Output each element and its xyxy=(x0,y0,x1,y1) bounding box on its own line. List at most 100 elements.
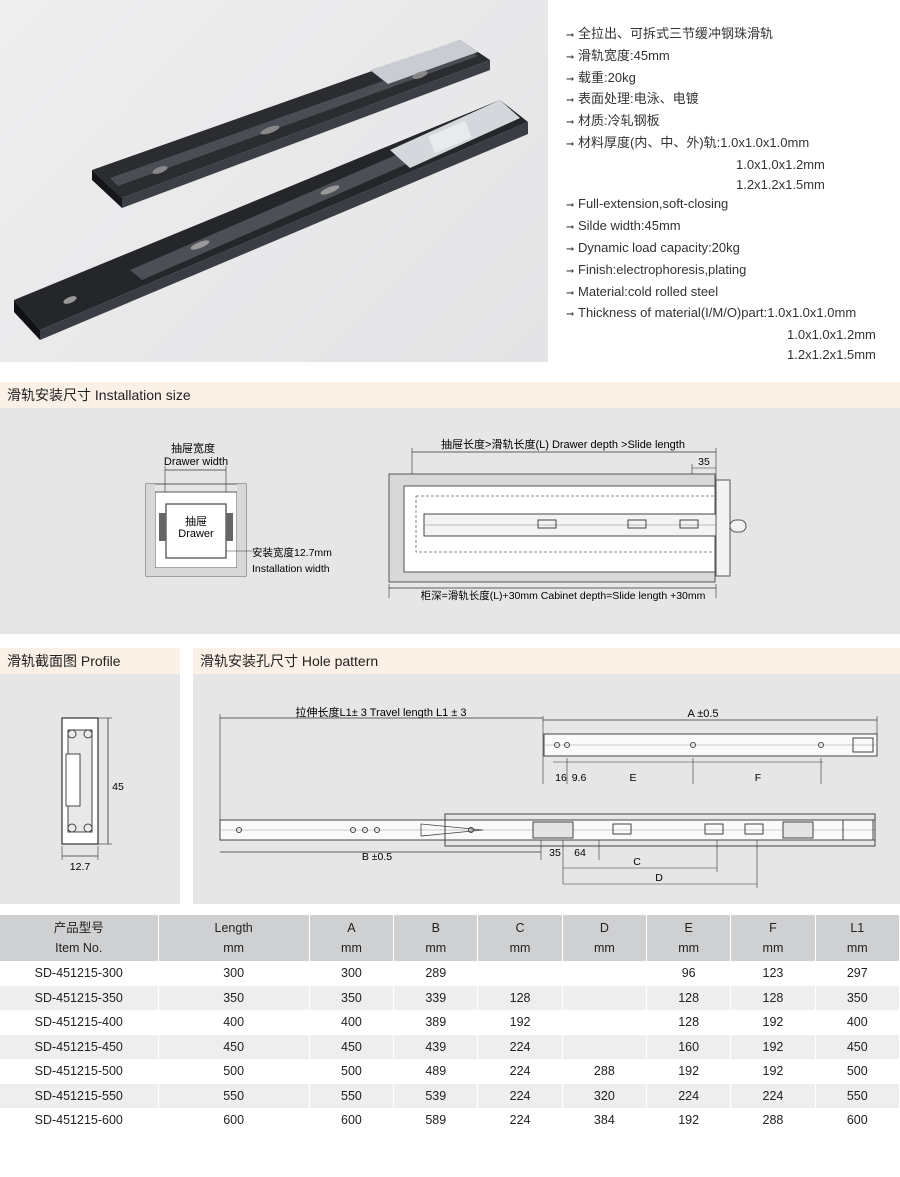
installation-section-title: 滑轨安装尺寸 Installation size xyxy=(0,382,900,408)
svg-text:16: 16 xyxy=(555,772,567,784)
profile-diagram: 45 12.7 xyxy=(61,717,124,873)
svg-text:E: E xyxy=(629,772,636,784)
svg-text:抽屉长度>滑轨长度(L) Drawer depth >Sli: 抽屉长度>滑轨长度(L) Drawer depth >Slide length xyxy=(441,437,685,451)
header-unit: mm xyxy=(678,941,700,955)
table-cell xyxy=(562,985,648,1010)
table-cell: 297 xyxy=(815,961,900,986)
spec-list: ➞全拉出、可拆式三节缓冲钢珠滑轨 ➞滑轨宽度:45mm ➞载重:20kg ➞表面… xyxy=(566,24,900,365)
table-cell xyxy=(477,961,563,986)
table-cell: 192 xyxy=(730,1034,816,1059)
table-cell: 123 xyxy=(730,961,816,986)
table-cell: 160 xyxy=(646,1034,732,1059)
table-cell: 350 xyxy=(815,985,900,1010)
table-cell: 600 xyxy=(309,1108,395,1133)
header-unit: mm xyxy=(762,941,784,955)
spec-item: ➞Finish:electrophoresis,plating xyxy=(566,261,747,277)
spec-item: ➞材质:冷轧钢板 xyxy=(566,113,660,129)
table-cell: 320 xyxy=(562,1083,648,1108)
table-cell: 192 xyxy=(730,1059,816,1084)
table-cell: 128 xyxy=(477,985,563,1010)
table-cell: 350 xyxy=(309,985,395,1010)
table-cell: 192 xyxy=(646,1108,732,1133)
table-cell: 289 xyxy=(393,961,479,986)
table-cell: 128 xyxy=(646,985,732,1010)
svg-text:抽屉宽度: 抽屉宽度 xyxy=(171,441,215,455)
svg-text:45: 45 xyxy=(112,781,124,793)
table-cell: 489 xyxy=(393,1059,479,1084)
hero-section: ➞全拉出、可拆式三节缓冲钢珠滑轨 ➞滑轨宽度:45mm ➞载重:20kg ➞表面… xyxy=(0,0,900,365)
table-cell: 450 xyxy=(309,1034,395,1059)
header-label: Length xyxy=(214,921,253,935)
svg-text:35: 35 xyxy=(549,847,561,859)
lower-rail xyxy=(14,100,528,340)
table-cell: 500 xyxy=(158,1059,310,1084)
table-cell: 288 xyxy=(562,1059,648,1084)
header-label: B xyxy=(431,921,440,935)
svg-text:64: 64 xyxy=(574,847,586,859)
spec-continuation: 1.2x1.2x1.5mm xyxy=(736,176,825,192)
header-unit: mm xyxy=(846,941,868,955)
installation-diagram: 抽屉宽度 Drawer width 抽屉 Drawer 安装宽度12.7mm I… xyxy=(145,437,747,602)
header-unit: Item No. xyxy=(55,941,103,955)
svg-text:B ±0.5: B ±0.5 xyxy=(362,851,392,863)
table-cell: SD-451215-450 xyxy=(0,1034,159,1059)
table-cell: 389 xyxy=(393,1010,479,1035)
spec-continuation: 1.0x1.0x1.2mm xyxy=(787,327,876,343)
svg-text:柜深=滑轨长度(L)+30mm Cabinet depth: 柜深=滑轨长度(L)+30mm Cabinet depth=Slide leng… xyxy=(421,589,706,602)
table-cell: 539 xyxy=(393,1083,479,1108)
svg-text:Installation width: Installation width xyxy=(252,563,330,575)
slide-rail-illustration xyxy=(14,40,528,340)
header-label: A xyxy=(347,921,356,935)
svg-text:9.6: 9.6 xyxy=(572,772,587,784)
header-label: E xyxy=(684,921,693,935)
hole-diagram: 拉伸长度L1± 3 Travel length L1 ± 3 A ±0.5 16… xyxy=(219,705,878,888)
table-cell: 300 xyxy=(309,961,395,986)
svg-text:12.7: 12.7 xyxy=(70,861,91,873)
table-cell: SD-451215-350 xyxy=(0,985,159,1010)
table-cell: 384 xyxy=(562,1108,648,1133)
svg-text:35: 35 xyxy=(698,456,710,468)
table-cell: 300 xyxy=(158,961,310,986)
svg-text:C: C xyxy=(633,856,641,868)
header-unit: mm xyxy=(425,941,447,955)
spec-item: ➞Full-extension,soft-closing xyxy=(566,196,729,212)
header-label: F xyxy=(769,921,777,935)
hole-section-title: 滑轨安装孔尺寸 Hole pattern xyxy=(193,648,900,674)
table-cell: 500 xyxy=(815,1059,900,1084)
table-cell: 350 xyxy=(158,985,310,1010)
table-cell: 589 xyxy=(393,1108,479,1133)
table-cell: 224 xyxy=(477,1083,563,1108)
table-cell: 192 xyxy=(477,1010,563,1035)
svg-text:Drawer: Drawer xyxy=(178,528,214,540)
header-label: 产品型号 xyxy=(53,921,104,935)
table-cell: 400 xyxy=(158,1010,310,1035)
table-cell: 400 xyxy=(309,1010,395,1035)
header-label: C xyxy=(515,921,525,935)
svg-text:安装宽度12.7mm: 安装宽度12.7mm xyxy=(252,546,332,559)
svg-text:D: D xyxy=(655,872,663,884)
header-label: D xyxy=(599,921,609,935)
table-cell: 339 xyxy=(393,985,479,1010)
table-cell: 128 xyxy=(730,985,816,1010)
table-cell: 550 xyxy=(309,1083,395,1108)
table-cell: 550 xyxy=(158,1083,310,1108)
spec-item: ➞材料厚度(内、中、外)轨:1.0x1.0x1.0mm xyxy=(566,134,810,150)
spec-item: ➞载重:20kg xyxy=(566,69,636,85)
table-cell xyxy=(562,1034,648,1059)
table-cell: 192 xyxy=(730,1010,816,1035)
spec-item: ➞表面处理:电泳、电镀 xyxy=(566,91,699,107)
